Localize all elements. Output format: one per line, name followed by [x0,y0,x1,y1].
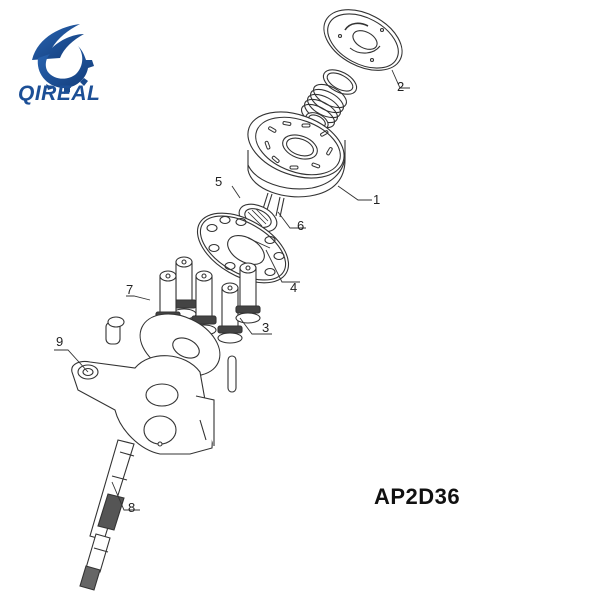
callout-9: 9 [56,334,63,349]
callout-3: 3 [262,320,269,335]
guide-pin [105,316,237,393]
callout-labels: 1 2 3 4 5 6 7 8 9 [56,79,404,515]
callout-7: 7 [126,282,133,297]
callout-1: 1 [373,192,380,207]
callout-5: 5 [215,174,222,189]
callout-8: 8 [128,500,135,515]
drive-shaft [79,439,135,591]
retainer-plate [196,212,290,284]
callout-2: 2 [397,79,404,94]
brand-name: QIREAL [18,82,101,105]
callouts [54,69,410,511]
gear-wing-logo-icon [32,24,94,94]
model-number: AP2D36 [374,484,461,509]
valve-plate [323,9,403,71]
callout-6: 6 [297,218,304,233]
piston-group [155,256,261,344]
callout-4: 4 [290,280,297,295]
swash-plate [71,355,215,455]
cylinder-block [247,111,346,218]
